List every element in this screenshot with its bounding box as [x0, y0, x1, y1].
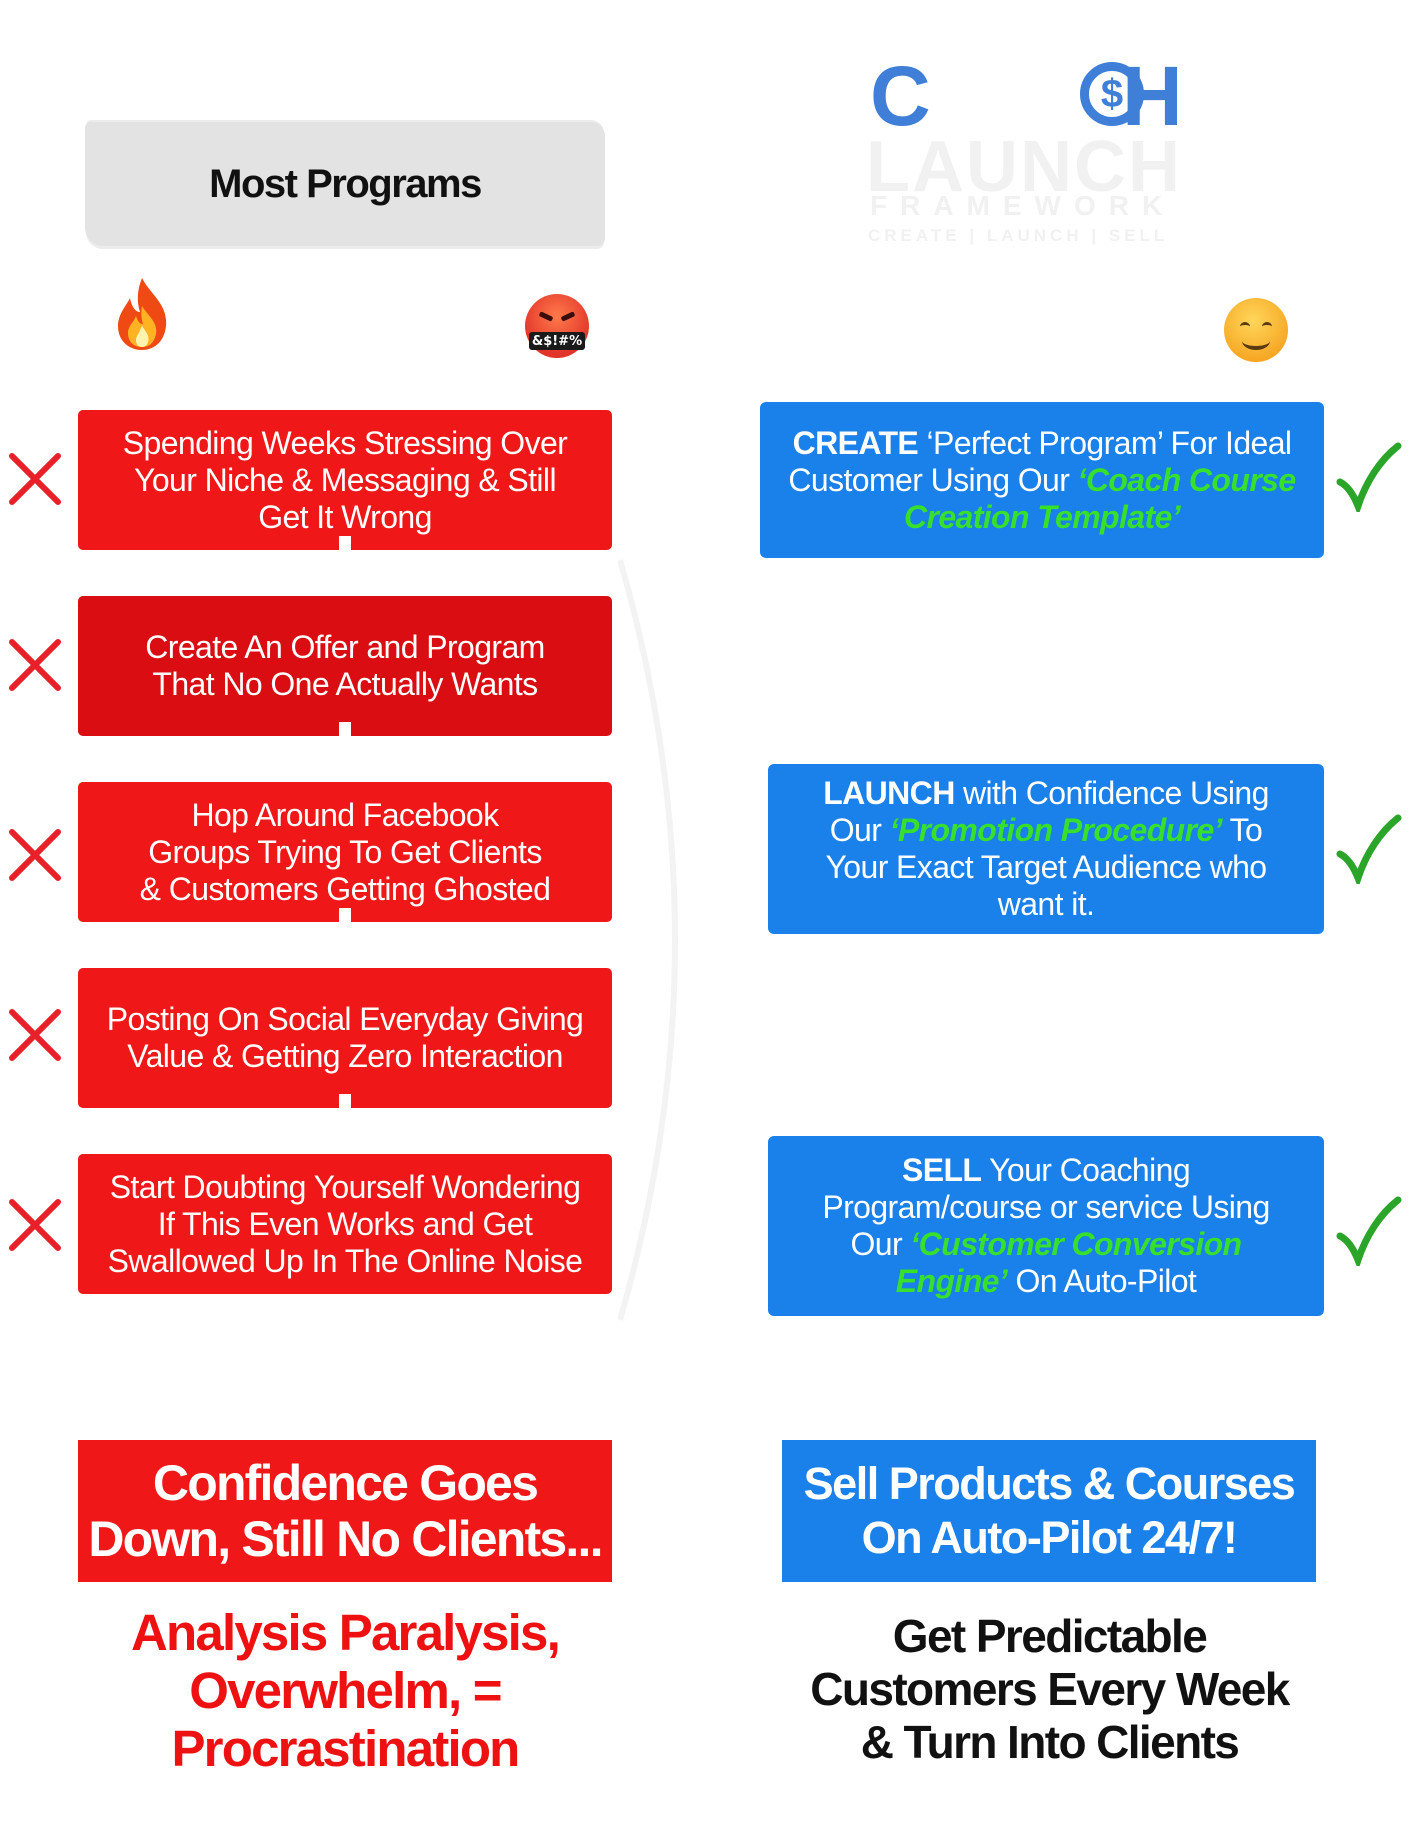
result-line: On Auto-Pilot 24/7!: [861, 1512, 1238, 1563]
check-mark-icon: [1336, 1196, 1402, 1266]
step-connector-line: [339, 536, 351, 596]
step-text: with Confidence Using Our: [829, 775, 1270, 848]
outcome-line: Get Predictable: [892, 1610, 1208, 1662]
step-line: Groups Trying To Get Clients: [148, 833, 542, 870]
result-line: Sell Products & Courses: [803, 1458, 1296, 1509]
step-highlight: ‘Coach Course Creation Template’: [903, 461, 1296, 535]
x-mark-icon: [9, 829, 61, 881]
grawlix-text: &$!#%: [529, 332, 585, 350]
step-text: On Auto-Pilot: [1007, 1263, 1197, 1299]
right-step-sell: SELL Your Coaching Program/course or ser…: [768, 1136, 1324, 1316]
step-connector-line: [339, 722, 351, 782]
x-mark-icon: [9, 453, 61, 505]
step-line: Start Doubting Yourself Wondering: [109, 1168, 581, 1205]
step-line: That No One Actually Wants: [152, 666, 538, 702]
step-keyword: CREATE: [792, 424, 919, 461]
step-text: To Your Exact Target Audience who want i…: [825, 812, 1268, 922]
x-mark-icon: [9, 1199, 61, 1251]
step-connector-line: [339, 908, 351, 968]
check-mark-icon: [1336, 442, 1402, 512]
left-step-2: Create An Offer and Program That No One …: [78, 596, 612, 736]
step-line: If This Even Works and Get: [157, 1205, 533, 1242]
left-result-box: Confidence Goes Down, Still No Clients..…: [78, 1440, 612, 1582]
most-programs-heading: Most Programs: [85, 122, 605, 246]
step-line: Spending Weeks Stressing Over: [122, 424, 568, 461]
outcome-line: Procrastination: [171, 1720, 520, 1777]
outcome-line: Analysis Paralysis,: [131, 1604, 561, 1661]
fire-icon: [118, 278, 167, 350]
logo-letter-c: C: [870, 49, 931, 143]
background-arc-decoration: [617, 559, 678, 1321]
step-line: Get It Wrong: [258, 498, 432, 535]
logo-dollar-coin-icon: $: [1080, 62, 1144, 126]
angry-swearing-face-icon: &$!#%: [525, 294, 589, 358]
left-step-3: Hop Around Facebook Groups Trying To Get…: [78, 782, 612, 922]
step-text: Your Coaching Program/course or service …: [822, 1152, 1270, 1262]
coach-launch-framework-logo: C $ H LAUNCH FRAMEWORK CREATE | LAUNCH |…: [860, 40, 1220, 250]
step-line: Hop Around Facebook: [191, 796, 499, 833]
right-step-launch: LAUNCH with Confidence Using Our ‘Promot…: [768, 764, 1324, 934]
heading-text: Most Programs: [209, 161, 482, 206]
left-outcome-text: Analysis Paralysis, Overwhelm, = Procras…: [70, 1604, 620, 1778]
left-step-5: Start Doubting Yourself Wondering If Thi…: [78, 1154, 612, 1294]
x-mark-icon: [9, 1009, 61, 1061]
step-connector-line: [339, 1094, 351, 1154]
logo-framework-word: FRAMEWORK: [870, 190, 1176, 221]
step-keyword: SELL: [901, 1152, 982, 1188]
outcome-line: Customers Every Week: [810, 1663, 1290, 1715]
right-outcome-text: Get Predictable Customers Every Week & T…: [772, 1610, 1327, 1769]
step-line: Value & Getting Zero Interaction: [127, 1038, 563, 1074]
step-highlight: ‘Promotion Procedure’: [889, 812, 1223, 848]
outcome-line: Overwhelm, =: [189, 1662, 502, 1719]
step-line: Posting On Social Everyday Giving: [106, 1001, 584, 1037]
result-line: Confidence Goes: [152, 1455, 539, 1511]
logo-launch-word: LAUNCH: [866, 127, 1182, 207]
step-keyword: LAUNCH: [823, 775, 955, 811]
x-mark-icon: [9, 639, 61, 691]
result-line: Down, Still No Clients...: [88, 1511, 603, 1567]
step-highlight: ‘Customer Conversion Engine’: [895, 1226, 1242, 1299]
left-emoji-row: &$!#%: [108, 276, 589, 358]
left-step-4: Posting On Social Everyday Giving Value …: [78, 968, 612, 1108]
step-line: Swallowed Up In The Online Noise: [107, 1242, 583, 1279]
smiling-face-icon: [1224, 298, 1288, 362]
step-text: ‘Perfect Program’ For Ideal Customer Usi…: [788, 424, 1292, 498]
outcome-line: & Turn Into Clients: [860, 1716, 1240, 1768]
check-mark-icon: [1336, 814, 1402, 884]
logo-tagline: CREATE | LAUNCH | SELL: [868, 226, 1169, 245]
right-result-box: Sell Products & Courses On Auto-Pilot 24…: [782, 1440, 1316, 1582]
right-step-create: CREATE ‘Perfect Program’ For Ideal Custo…: [760, 402, 1324, 558]
step-line: & Customers Getting Ghosted: [139, 870, 551, 907]
logo-letter-h: H: [1122, 49, 1183, 143]
left-step-1: Spending Weeks Stressing Over Your Niche…: [78, 410, 612, 550]
step-line: Create An Offer and Program: [145, 629, 545, 665]
step-line: Your Niche & Messaging & Still: [134, 461, 557, 498]
